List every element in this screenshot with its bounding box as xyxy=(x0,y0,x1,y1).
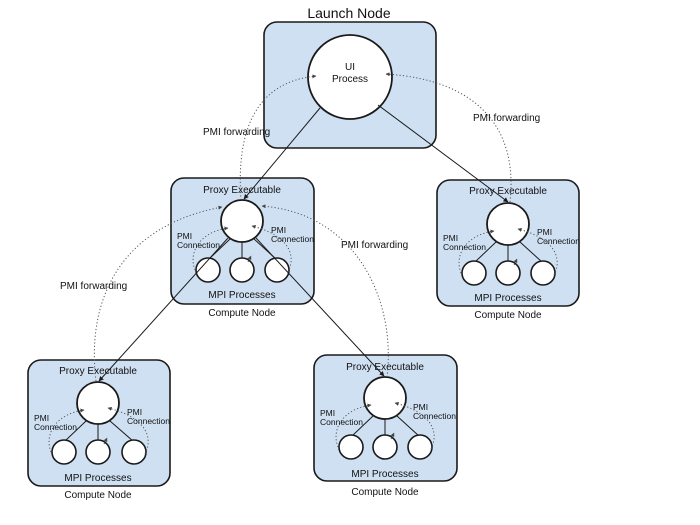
pmi-forwarding-curve xyxy=(239,74,317,201)
pmi-forwarding-curve xyxy=(261,204,389,378)
ui-process-label-line1: UI xyxy=(345,62,355,73)
pmi-forwarding-label: PMI forwarding xyxy=(341,240,408,251)
pmi-forwarding-label: PMI forwarding xyxy=(60,281,127,292)
proxy-process-circle xyxy=(486,202,530,246)
launch-edge xyxy=(255,237,385,377)
mpi-process-circle xyxy=(264,257,290,283)
proxy-process-circle xyxy=(76,381,120,425)
pmi-forwarding-label: PMI forwarding xyxy=(473,113,540,124)
proxy-executable-label: Proxy Executable xyxy=(59,366,137,377)
ui-process-circle xyxy=(307,34,393,120)
mpi-process-circle xyxy=(530,260,556,286)
mpi-process-circle xyxy=(372,434,398,460)
mpi-process-circle xyxy=(195,257,221,283)
proxy-process-circle xyxy=(363,376,407,420)
launch-edge xyxy=(377,104,509,203)
mpi-process-circle xyxy=(338,434,364,460)
mpi-process-circle xyxy=(229,257,255,283)
mpi-process-circle xyxy=(51,439,77,465)
mpi-process-circle xyxy=(85,439,111,465)
proxy-executable-label: Proxy Executable xyxy=(469,186,547,197)
pmi-forwarding-label: PMI forwarding xyxy=(203,127,270,138)
mpi-processes-label: MPI Processes xyxy=(64,473,131,484)
mpi-processes-label: MPI Processes xyxy=(351,469,418,480)
compute-node-label: Compute Node xyxy=(351,487,419,498)
mpi-process-circle xyxy=(121,439,147,465)
compute-node-label: Compute Node xyxy=(64,490,132,501)
proxy-process-circle xyxy=(220,199,264,243)
launch-node-title: Launch Node xyxy=(307,5,391,21)
ui-process-label-line2: Process xyxy=(332,74,368,85)
proxy-executable-label: Proxy Executable xyxy=(346,362,424,373)
mpi-processes-label: MPI Processes xyxy=(474,293,541,304)
launch-edge xyxy=(243,107,321,200)
mpi-process-circle xyxy=(495,260,521,286)
mpi-process-circle xyxy=(461,260,487,286)
compute-node-label: Compute Node xyxy=(474,310,542,321)
compute-node-label: Compute Node xyxy=(208,308,276,319)
proxy-executable-label: Proxy Executable xyxy=(203,185,281,196)
mpi-processes-label: MPI Processes xyxy=(208,290,275,301)
mpi-process-circle xyxy=(407,434,433,460)
launch-edge xyxy=(98,237,229,382)
